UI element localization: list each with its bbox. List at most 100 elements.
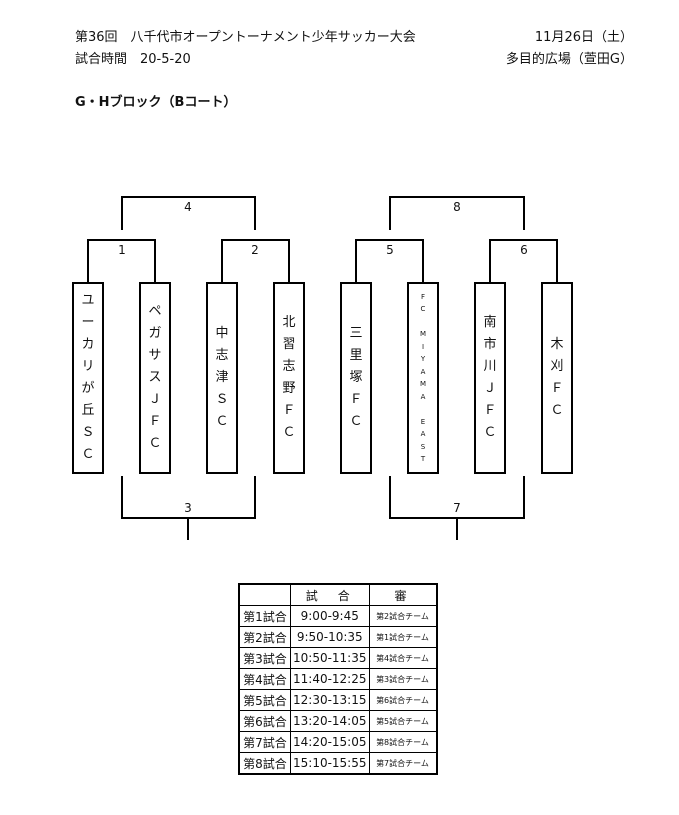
team-name-char [422,403,424,416]
header-match: 試 合 [290,583,370,606]
team-name-char: A [420,430,426,438]
match-1-label-bg [114,241,130,257]
team-name-char: 木 [550,337,564,352]
team-name-char: 志 [215,348,229,363]
block-title: G・Hブロック（Bコート） [75,95,237,110]
team-name-char: Ｃ [483,425,497,440]
match-6-label-bg [516,241,532,257]
time-cell: 9:00-9:45 [290,605,370,627]
match-number-6: 6 [520,243,528,257]
match-7-label-bg [449,499,465,515]
team-name-char: Ｊ [483,381,497,396]
game-cell: 第3試合 [238,647,291,669]
match-number-7: 7 [453,501,461,515]
match-7-line [389,476,525,540]
game-cell: 第2試合 [238,626,291,648]
match-8-label-bg [449,198,465,214]
team-name-char: Ｓ [81,425,95,440]
team-name-char: ガ [148,326,162,341]
match-2-line [221,239,290,282]
game-cell: 第1試合 [238,605,291,627]
team-name-char: ユ [81,293,95,308]
team-name-char: Ｊ [148,392,162,407]
game-cell: 第8試合 [238,752,291,775]
team-name-char: A [420,367,426,376]
match-3-line [121,476,256,540]
team-name-char: Ｆ [483,403,497,418]
team-name-char: 三 [349,326,363,341]
team-name-char: 習 [282,337,296,352]
time-cell: 14:20-15:05 [290,731,370,753]
team-name-char: 北 [282,315,296,330]
team-name-char: 野 [282,381,296,396]
team-name-char: I [421,342,425,351]
match-1-line [87,239,156,282]
bracket-lines: 4 8 1 2 5 6 3 7 [87,196,558,540]
team-name-char: T [420,455,426,463]
team-name-char: 里 [349,348,363,363]
time-cell: 11:40-12:25 [290,668,370,690]
team-name-char: Ｆ [282,403,296,418]
match-number-4: 4 [184,200,192,214]
team-name-char: E [420,417,426,426]
time-cell: 9:50-10:35 [290,626,370,648]
match-duration: 試合時間 20-5-20 [75,52,191,67]
game-cell: 第7試合 [238,731,291,753]
team-name-char: Ｃ [550,403,564,418]
game-cell: 第6試合 [238,710,291,732]
match-4-label-bg [180,198,196,214]
team-name-char: Ｃ [215,414,229,429]
team-name-char: Y [420,355,426,363]
team-name-char: ー [81,315,95,330]
referee-cell: 第4試合チーム [368,647,437,669]
team-name-char: ス [148,370,162,385]
header-referee: 審 [368,583,437,606]
time-cell: 12:30-13:15 [290,689,370,711]
match-4-line [121,196,256,230]
referee-cell: 第8試合チーム [368,731,437,753]
team-name-char: カ [81,337,95,352]
team-name-char: Ｃ [81,447,95,462]
team-name-char: Ｆ [550,381,564,396]
match-2-label-bg [247,241,263,257]
match-number-5: 5 [386,243,394,257]
referee-cell: 第2試合チーム [368,605,437,627]
team-name-char: F [420,292,426,301]
venue: 多目的広場（萱田G） [505,52,633,67]
team-name-char: サ [148,348,162,363]
schedule-header-row: 試 合 審 [238,583,437,606]
time-cell: 13:20-14:05 [290,710,370,732]
header-game [238,583,291,606]
referee-cell: 第7試合チーム [368,752,437,775]
referee-cell: 第6試合チーム [368,689,437,711]
team-name-char: M [419,330,427,338]
time-cell: 15:10-15:55 [290,752,370,775]
match-6-line [489,239,558,282]
match-number-2: 2 [251,243,259,257]
team-name-char: リ [81,359,95,374]
team-name-char: M [419,380,427,388]
team-name-char: Ｆ [349,392,363,407]
match-8-line [389,196,525,230]
match-number-1: 1 [118,243,126,257]
team-name-char: ペ [148,304,162,319]
match-number-3: 3 [184,501,192,515]
event-date: 11月26日（土） [534,30,633,45]
team-name-char: 志 [282,359,296,374]
referee-cell: 第5試合チーム [368,710,437,732]
team-name-char: Ｓ [215,392,229,407]
team-name-char: C [420,305,426,313]
team-name-char: 刈 [550,359,564,374]
